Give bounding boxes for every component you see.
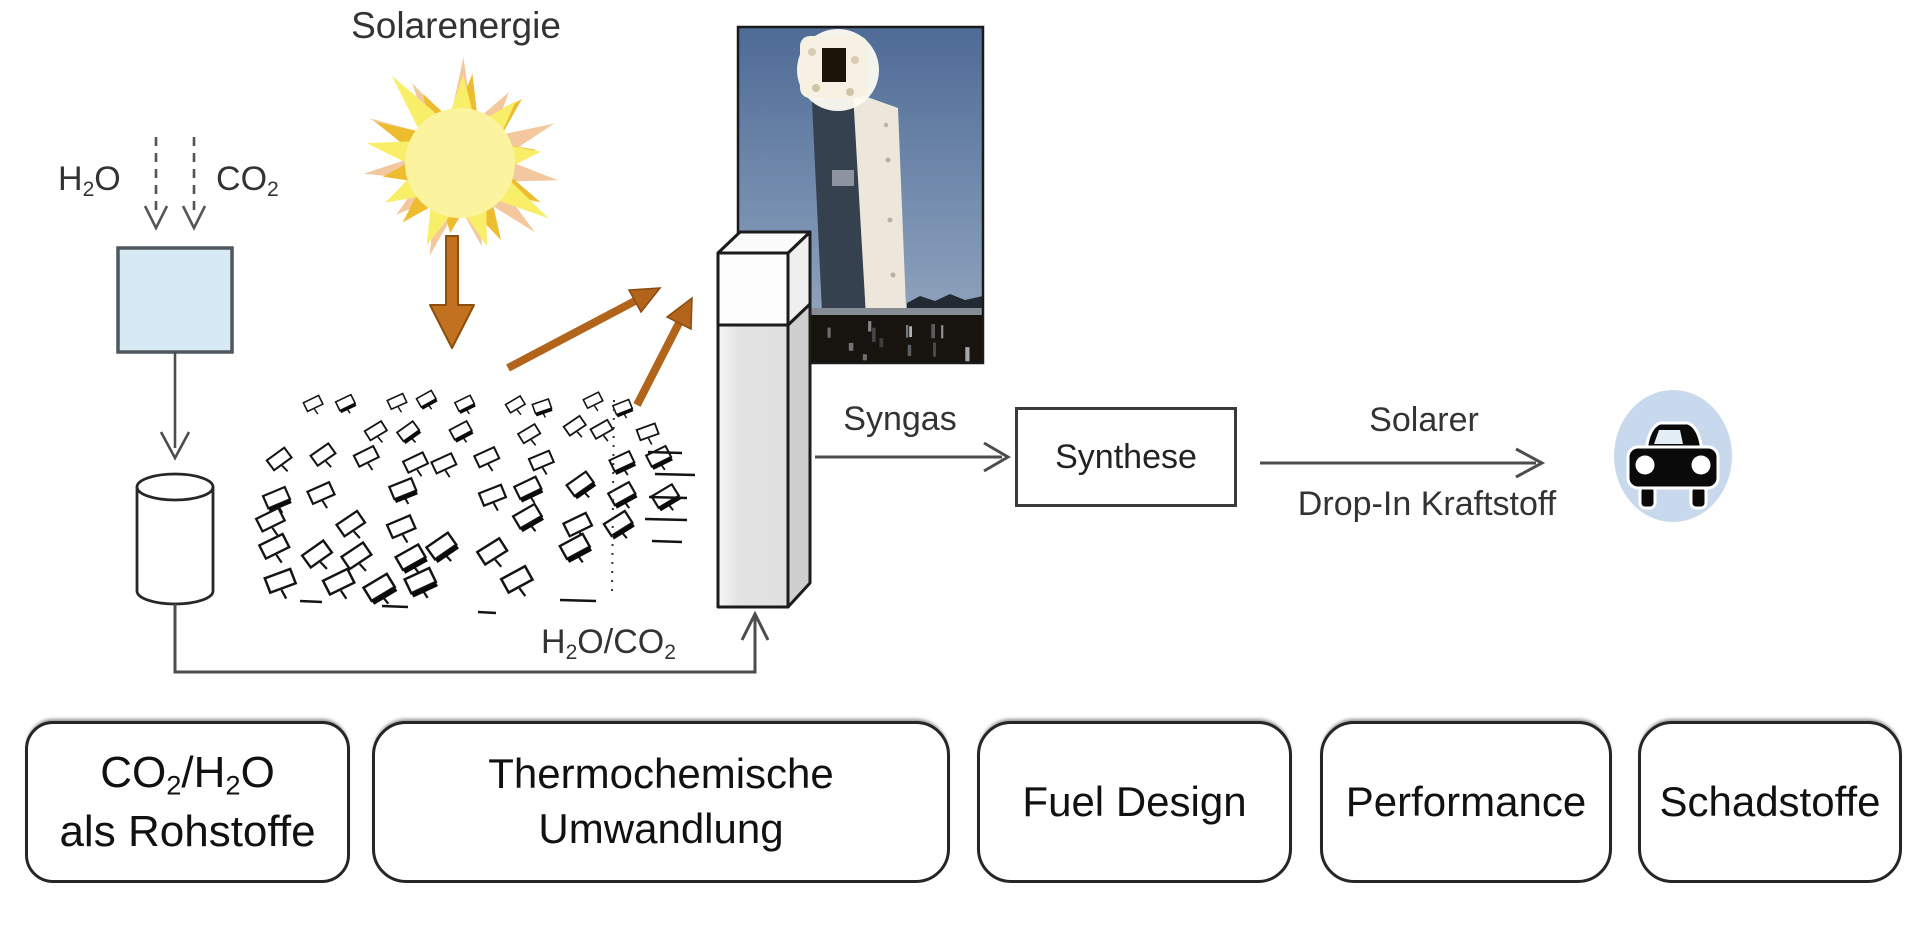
- stage-box-schadstoffe: Schadstoffe: [1638, 721, 1902, 883]
- stage-box-performance: Performance: [1320, 721, 1612, 883]
- synthese-box: Synthese: [1015, 407, 1237, 507]
- storage-tank-icon: [135, 472, 215, 606]
- stage-box-line: Performance: [1345, 777, 1587, 825]
- label-syngas: Syngas: [843, 400, 957, 438]
- sun-down-arrow: [429, 235, 475, 349]
- recycle-line: [173, 604, 770, 674]
- stage-box-line: Schadstoffe: [1659, 777, 1881, 825]
- synthese-box-label: Synthese: [1055, 437, 1197, 476]
- sun-icon: [363, 57, 559, 256]
- concentrated-light-arrows: [506, 287, 693, 407]
- h2o-co2-input-arrows: [143, 137, 207, 231]
- feedstock-to-tank-arrow: [159, 352, 191, 461]
- label-h2o-co2-recycle: H2O/CO2: [541, 623, 676, 664]
- car-icon: [1614, 390, 1732, 522]
- stage-box-line: Fuel Design: [1022, 777, 1247, 825]
- label-h2o: H2O: [58, 160, 121, 201]
- syngas-arrow: [815, 441, 1011, 473]
- stage-box-line: als Rohstoffe: [59, 806, 316, 856]
- heliostat-field-sketch: [254, 389, 696, 615]
- stage-box-fuel-design: Fuel Design: [977, 721, 1292, 883]
- stage-box-line: CO2/H2O: [100, 747, 275, 801]
- label-solarer: Solarer: [1369, 401, 1479, 439]
- label-co2: CO2: [216, 160, 279, 201]
- solar-fuel-arrow: [1260, 447, 1546, 479]
- solar-tower-photo: [736, 25, 985, 365]
- feedstock-box-icon: [116, 246, 234, 354]
- label-drop-in-kraftstoff: Drop-In Kraftstoff: [1297, 485, 1557, 523]
- label-solarenergie: Solarenergie: [351, 5, 561, 46]
- stage-box-line: Thermochemische: [488, 750, 834, 798]
- receiver-tower-drawing: [716, 230, 812, 609]
- stage-box-thermochemische-umwandlung: Thermochemische Umwandlung: [372, 721, 950, 883]
- stage-box-rohstoffe: CO2/H2O als Rohstoffe: [25, 721, 350, 883]
- stage-box-line: Umwandlung: [538, 805, 784, 852]
